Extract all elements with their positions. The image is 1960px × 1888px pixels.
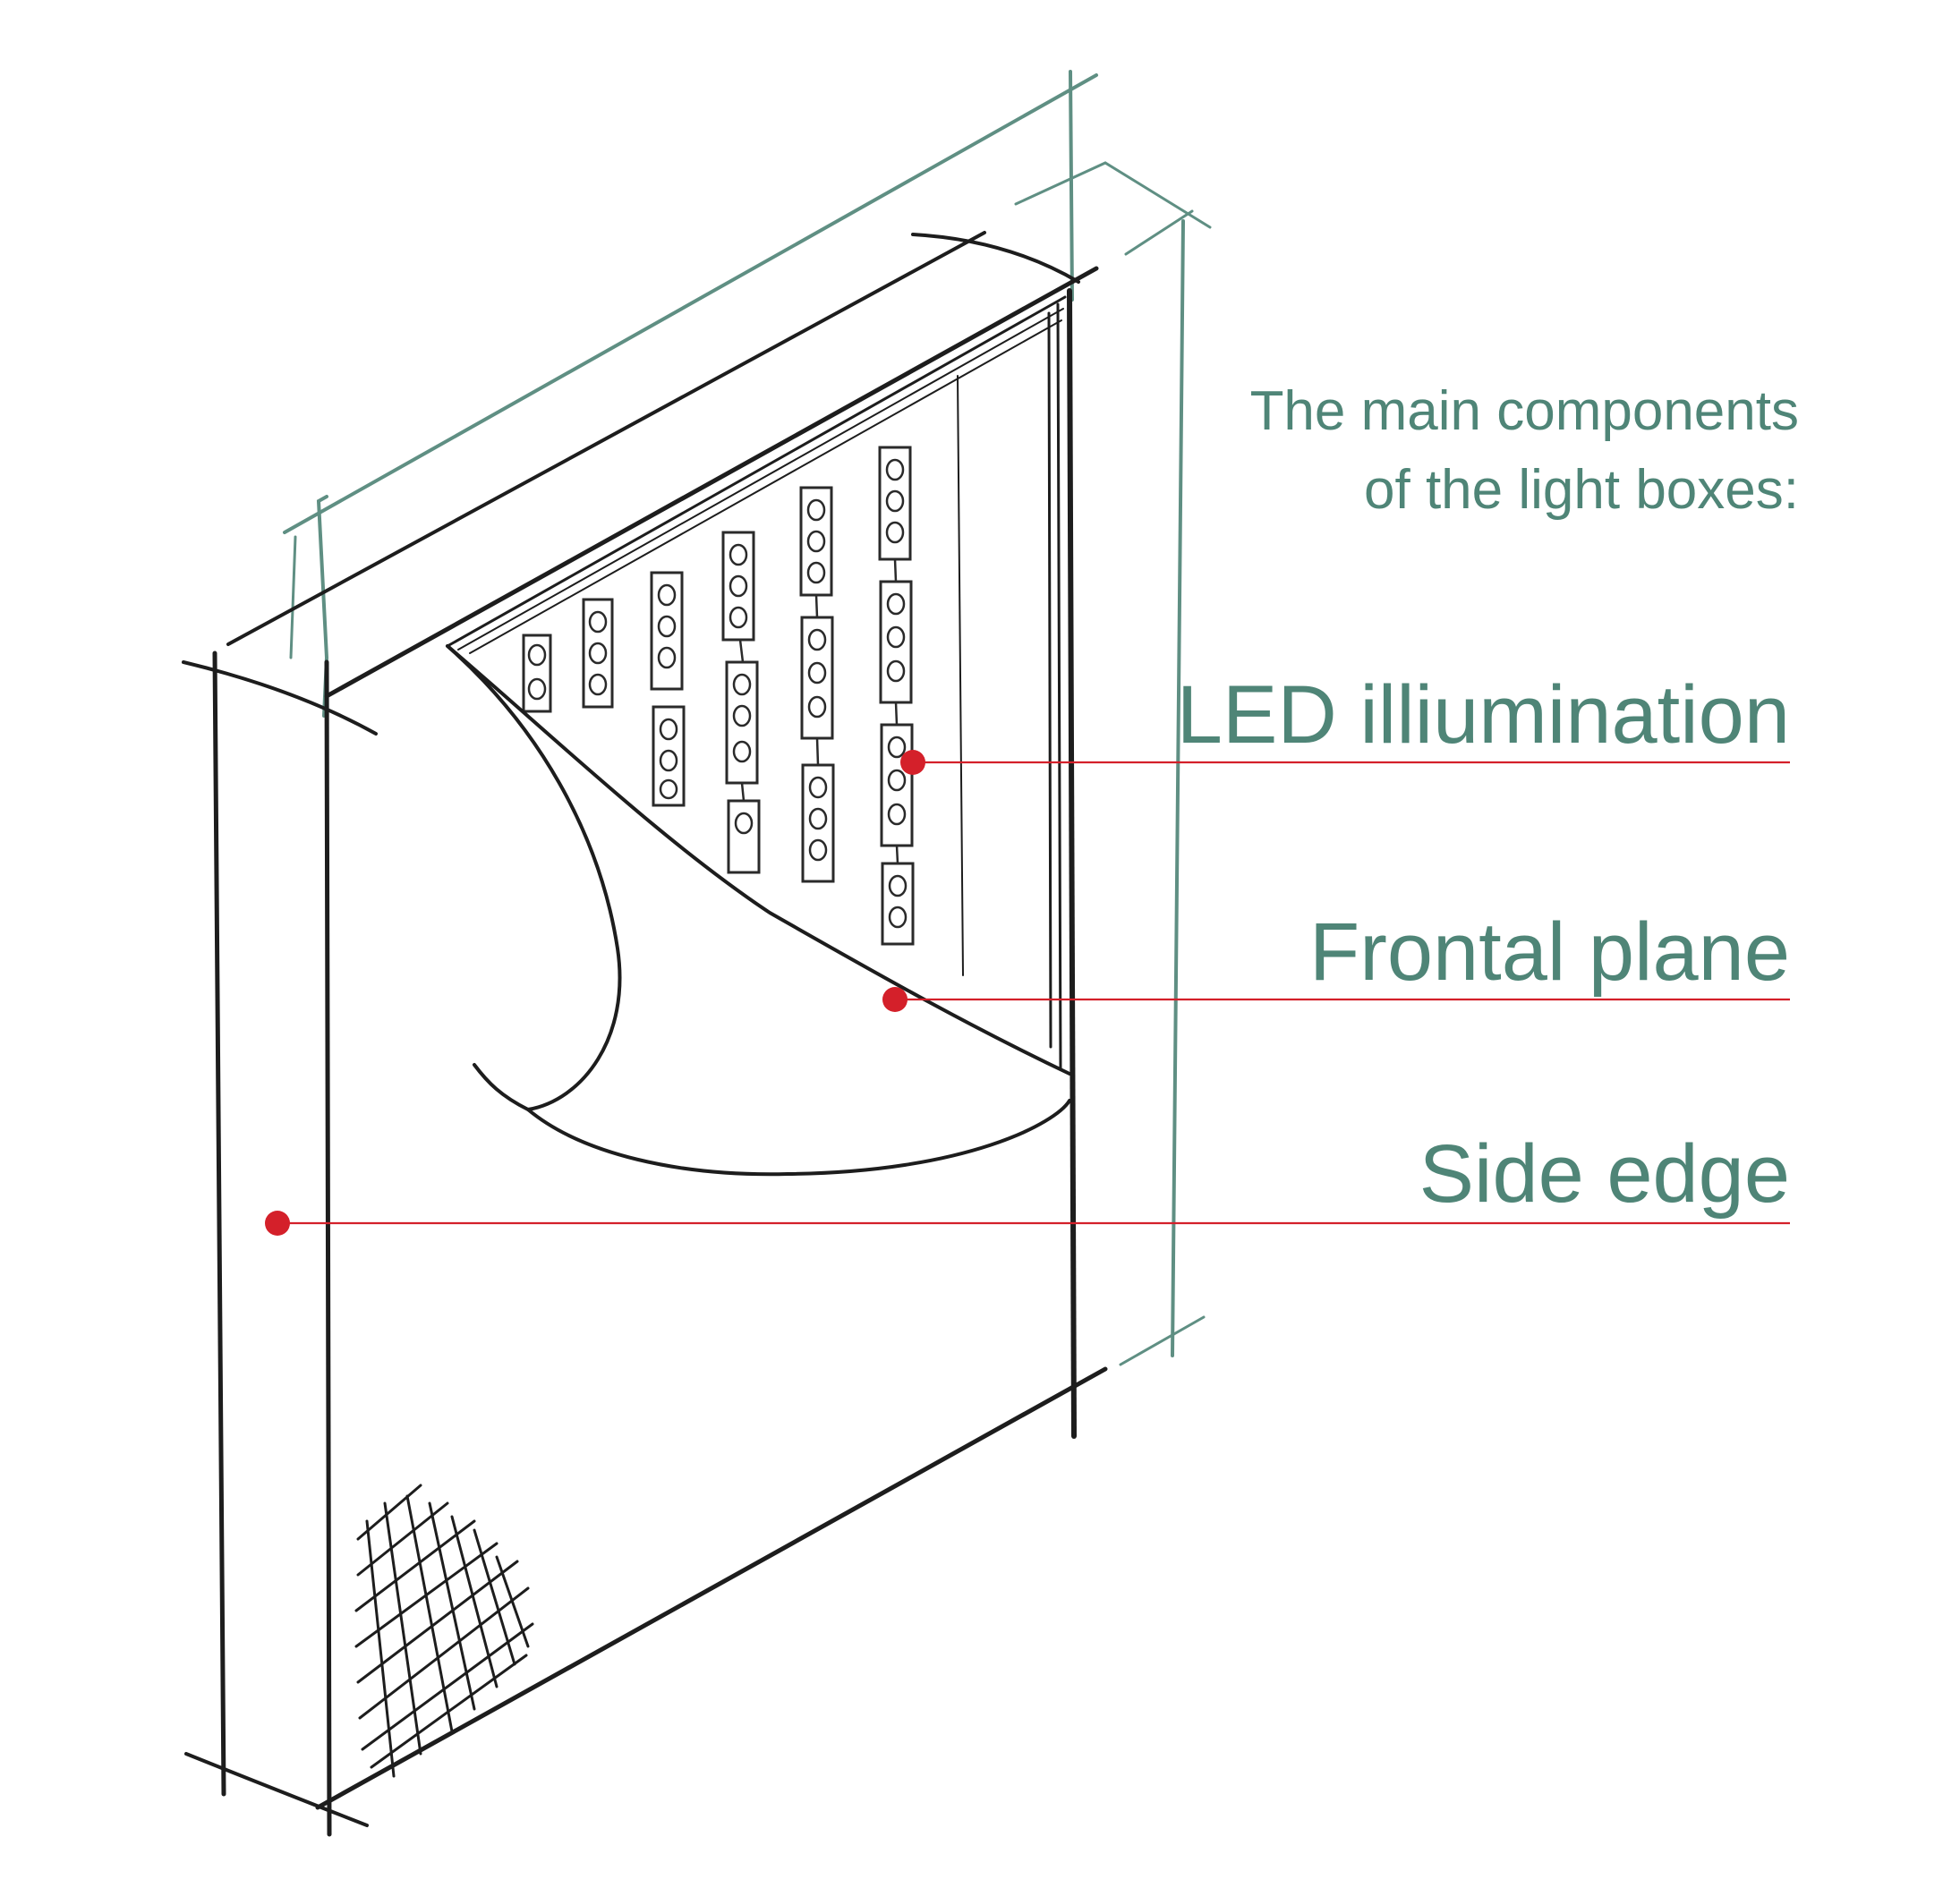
callout-side-edge: Side edge [265,1128,1790,1236]
frontal-plane-sheet [446,644,1071,1177]
callout-frontal-plane: Frontal plane [882,906,1790,1012]
led-strip-1 [522,634,552,713]
callout-led-illumination: LED illiumination [900,669,1790,775]
label-frontal-plane: Frontal plane [1309,906,1790,998]
marker-dot-led [900,750,925,775]
marker-dot-frontal [882,987,908,1012]
box-frame [182,231,1108,1837]
led-strip-6 [878,446,915,946]
label-led-illumination: LED illiumination [1177,669,1790,761]
heading-line-2: of the light boxes: [1364,459,1799,521]
led-strip-3 [650,571,686,807]
led-strips [522,446,915,946]
led-strip-2 [582,598,614,709]
label-side-edge: Side edge [1419,1128,1790,1220]
led-strip-4 [721,531,761,874]
surface-hatching [354,1484,534,1778]
led-strip-5 [799,486,835,883]
heading-line-1: The main components [1250,380,1799,442]
dimension-lines [283,70,1212,1366]
marker-dot-side [265,1211,290,1236]
heading: The main components of the light boxes: [1250,380,1799,521]
